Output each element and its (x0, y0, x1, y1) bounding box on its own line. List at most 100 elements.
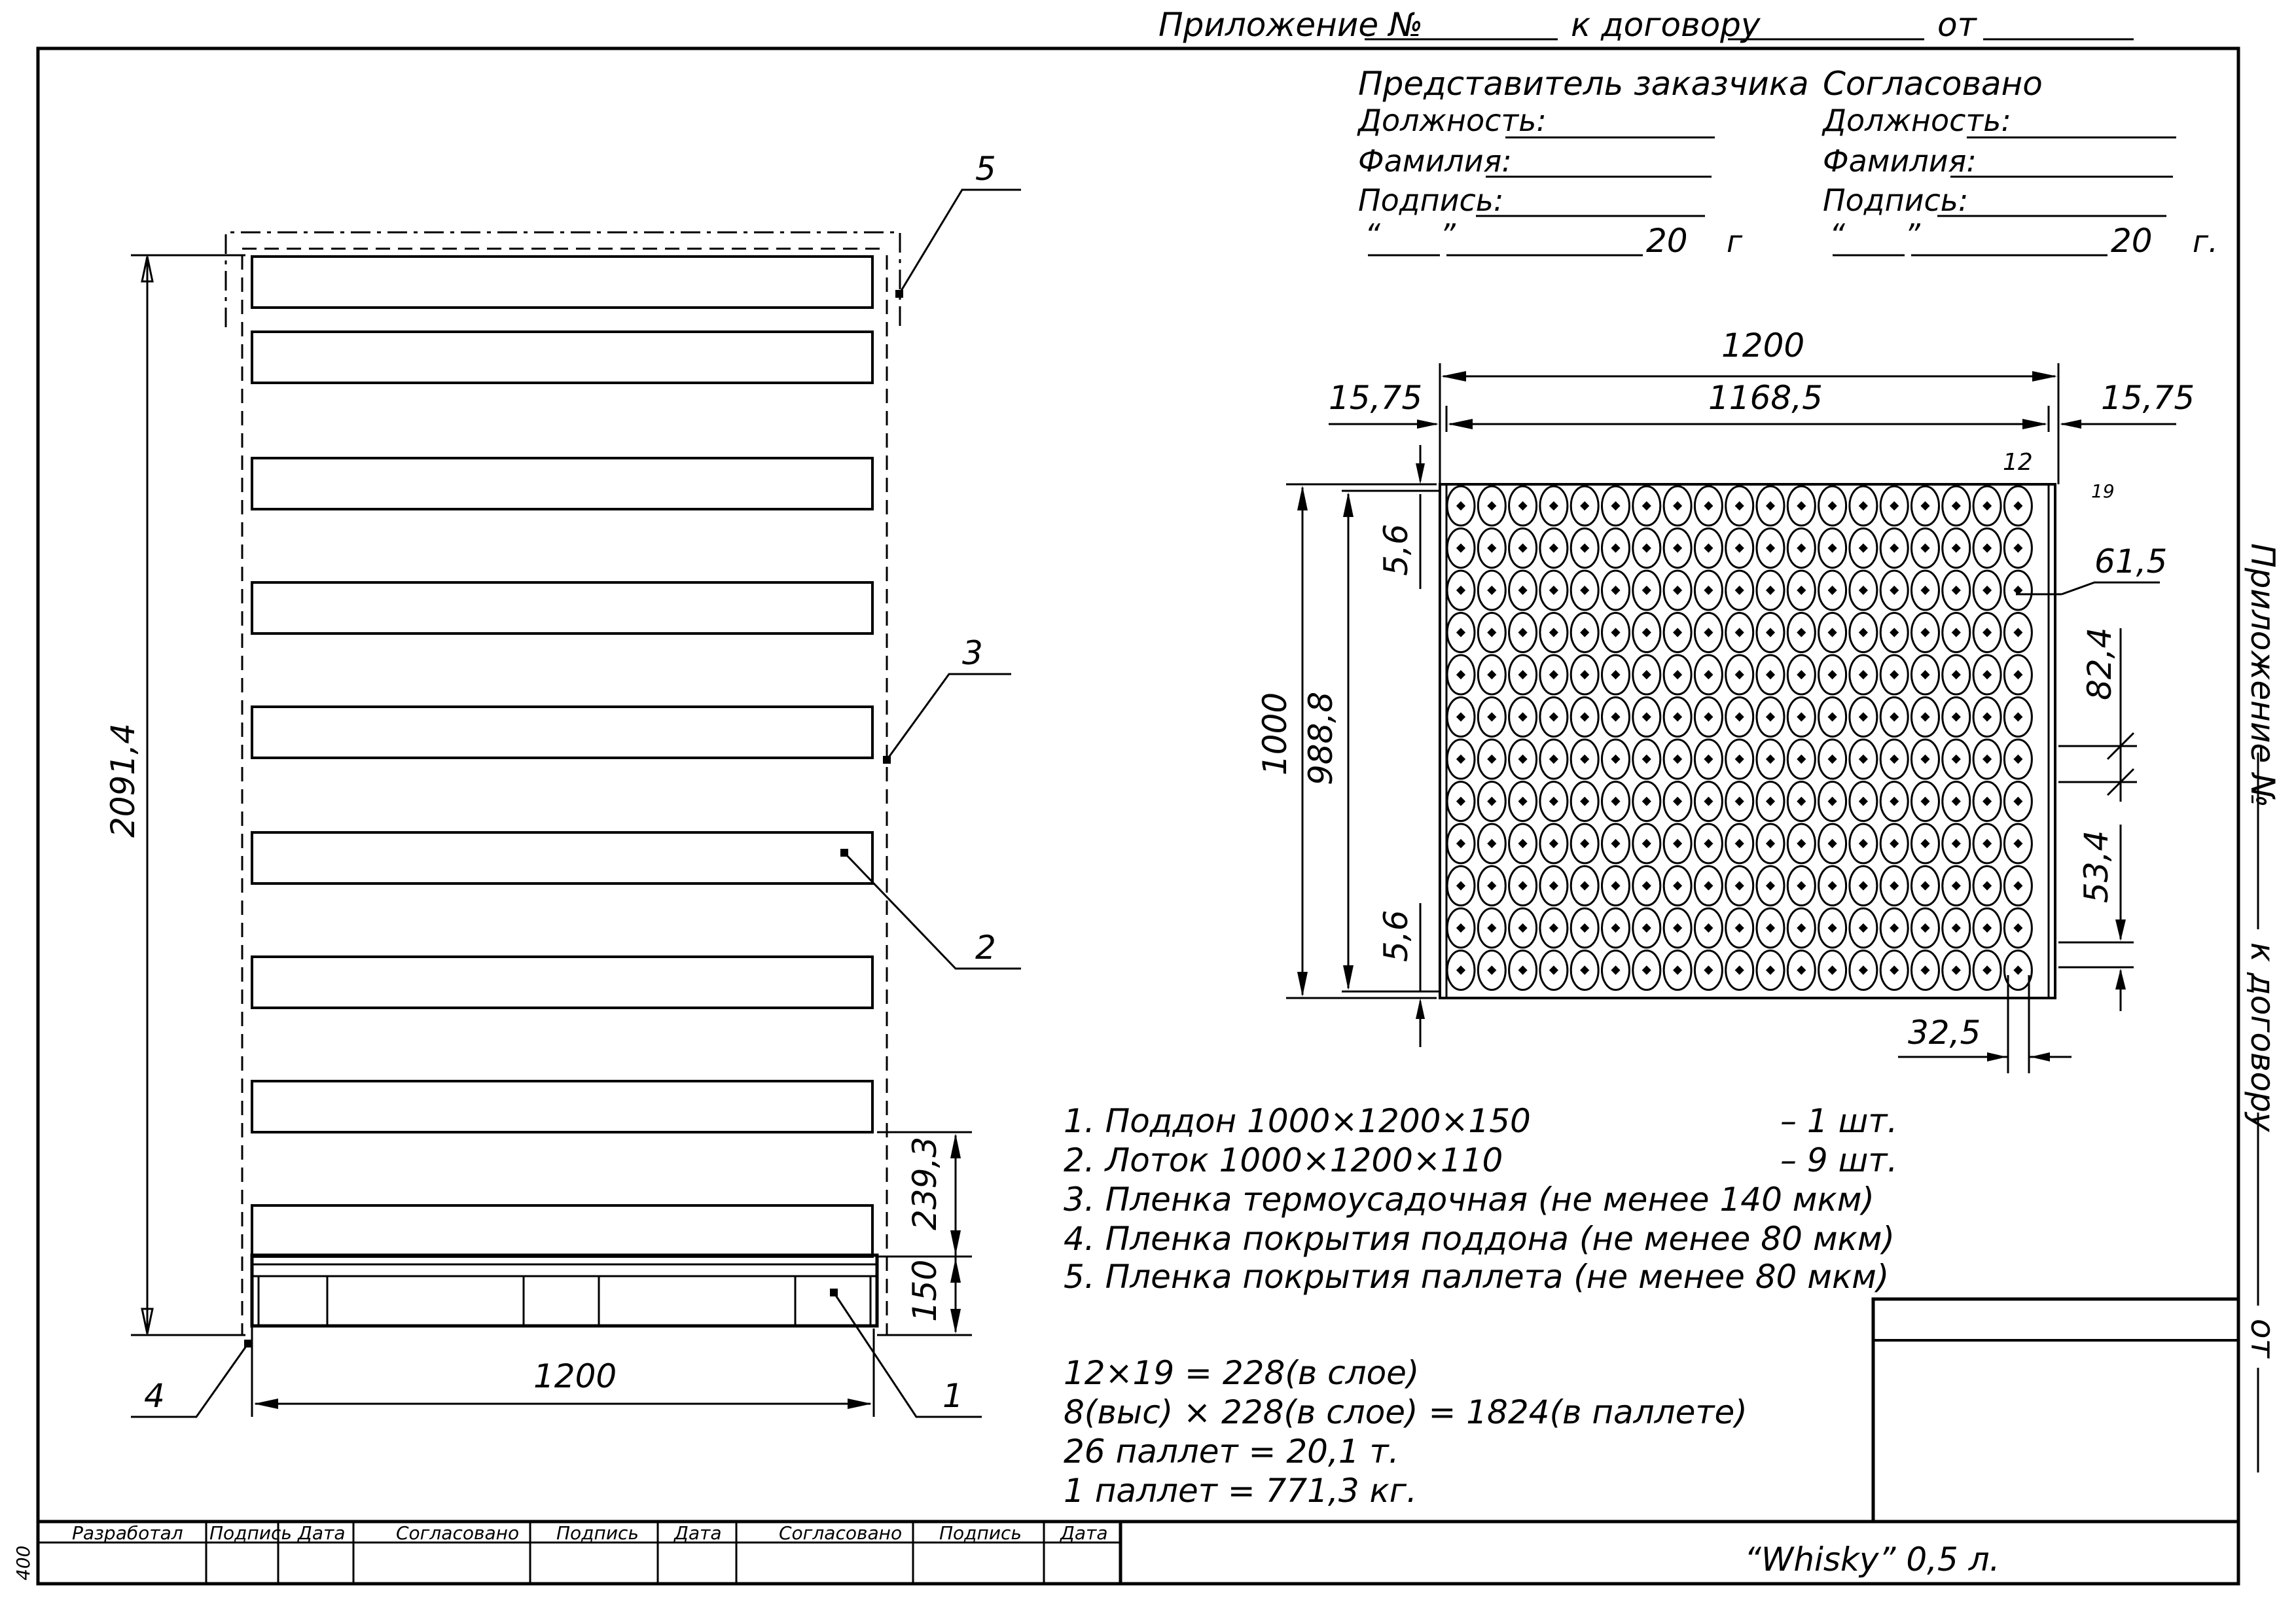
bottle (1818, 569, 1848, 611)
bottle (1693, 950, 1723, 991)
bottle (1725, 865, 1755, 906)
agreed-surname: Фамилия: (1823, 143, 1977, 179)
bottle (1477, 738, 1507, 780)
bottle (1972, 907, 2002, 949)
bottle (1879, 907, 1909, 949)
bottle (1755, 696, 1785, 738)
bottle (1910, 612, 1940, 653)
bottle (1477, 569, 1507, 611)
bottle (1477, 612, 1507, 653)
bottle (1786, 654, 1816, 696)
bottle (1508, 950, 1538, 991)
bottle (1601, 612, 1630, 653)
bottle (1570, 823, 1600, 865)
calc-line-4: 1 паллет = 771,3 кг. (1064, 1472, 1417, 1510)
bottle (1601, 654, 1630, 696)
bottle (1570, 865, 1600, 906)
tray-stack (251, 255, 874, 1258)
bottle (1570, 738, 1600, 780)
bottle (1910, 781, 1940, 822)
dim-top-height: 1000 (1256, 692, 1294, 776)
bottle (1879, 950, 1909, 991)
customer-signature: Подпись: (1358, 183, 1503, 218)
side-to-contract: к договору (2244, 942, 2282, 1133)
svg-text:5: 5 (975, 150, 996, 188)
bottle (1786, 612, 1816, 653)
agreed-year-suffix: г. (2193, 224, 2218, 259)
bottle (1972, 527, 2002, 569)
dim-top-inner: 1168,5 (1708, 379, 1823, 417)
svg-text:3: 3 (962, 634, 983, 672)
tb-date-3: Дата (1059, 1522, 1108, 1544)
dim-height: 2091,4 (104, 723, 142, 838)
pallet-film-outline (224, 231, 901, 327)
bottle (1570, 527, 1600, 569)
header-appendix: Приложение № (1158, 6, 1423, 44)
bottle (1972, 781, 2002, 822)
bottle (1508, 907, 1538, 949)
bottle (1755, 823, 1785, 865)
bottle (1477, 527, 1507, 569)
header: Приложение № к договору от (1158, 6, 2134, 44)
bottle (1662, 823, 1693, 865)
bottle (1477, 696, 1507, 738)
bottle (1818, 907, 1848, 949)
bottle (1972, 696, 2002, 738)
bottle (1725, 950, 1755, 991)
bottle (1446, 865, 1476, 906)
bottle (1818, 865, 1848, 906)
bottle (1446, 781, 1476, 822)
bottle (1632, 527, 1662, 569)
bottle (1477, 823, 1507, 865)
bottle (1693, 569, 1723, 611)
dim-top-width: 1200 (1721, 327, 1804, 365)
bottle (1508, 738, 1538, 780)
spec-list: 1. Поддон 1000×1200×150 2. Лоток 1000×12… (1064, 1102, 1897, 1296)
bottle (1879, 781, 1909, 822)
bottle (1786, 527, 1816, 569)
tray-3 (251, 457, 874, 510)
bottle (1910, 950, 1940, 991)
bottle (1446, 485, 1476, 527)
bottle (1446, 950, 1476, 991)
bottle (1786, 907, 1816, 949)
bottle (1818, 696, 1848, 738)
bottle (1910, 485, 1940, 527)
bottle (1818, 738, 1848, 780)
bottle (1662, 781, 1693, 822)
bottle (2003, 569, 2033, 611)
bottle (1786, 569, 1816, 611)
bottle (1755, 485, 1785, 527)
bottle (1477, 781, 1507, 822)
tray-6 (251, 831, 874, 885)
side-note: Приложение № к договору от (2244, 543, 2282, 1472)
bottle (1570, 950, 1600, 991)
bottle (1632, 738, 1662, 780)
side-from: от (2244, 1319, 2282, 1359)
bottle (1693, 527, 1723, 569)
bottle (1941, 907, 1971, 949)
bottle (1972, 654, 2002, 696)
tb-signature-1: Подпись (209, 1522, 292, 1544)
bottle (1818, 527, 1848, 569)
bottle (1662, 527, 1693, 569)
svg-text:4: 4 (144, 1377, 165, 1415)
bottle (1848, 654, 1878, 696)
bottle (2003, 612, 2033, 653)
bottle (1818, 612, 1848, 653)
bottle (1632, 569, 1662, 611)
bottle (1848, 569, 1878, 611)
bottle (2003, 654, 2033, 696)
bottle (1539, 823, 1569, 865)
stamp-box (1871, 1297, 2240, 1524)
bottle (1508, 569, 1538, 611)
bottle (1601, 485, 1630, 527)
bottle (1786, 485, 1816, 527)
dim-layer-height: 239,3 (906, 1137, 944, 1230)
bottle (1725, 738, 1755, 780)
bottle (1601, 696, 1630, 738)
bottle (1539, 865, 1569, 906)
approval-customer: Представитель заказчика Должность: Фамил… (1357, 65, 1809, 260)
bottle (1570, 654, 1600, 696)
